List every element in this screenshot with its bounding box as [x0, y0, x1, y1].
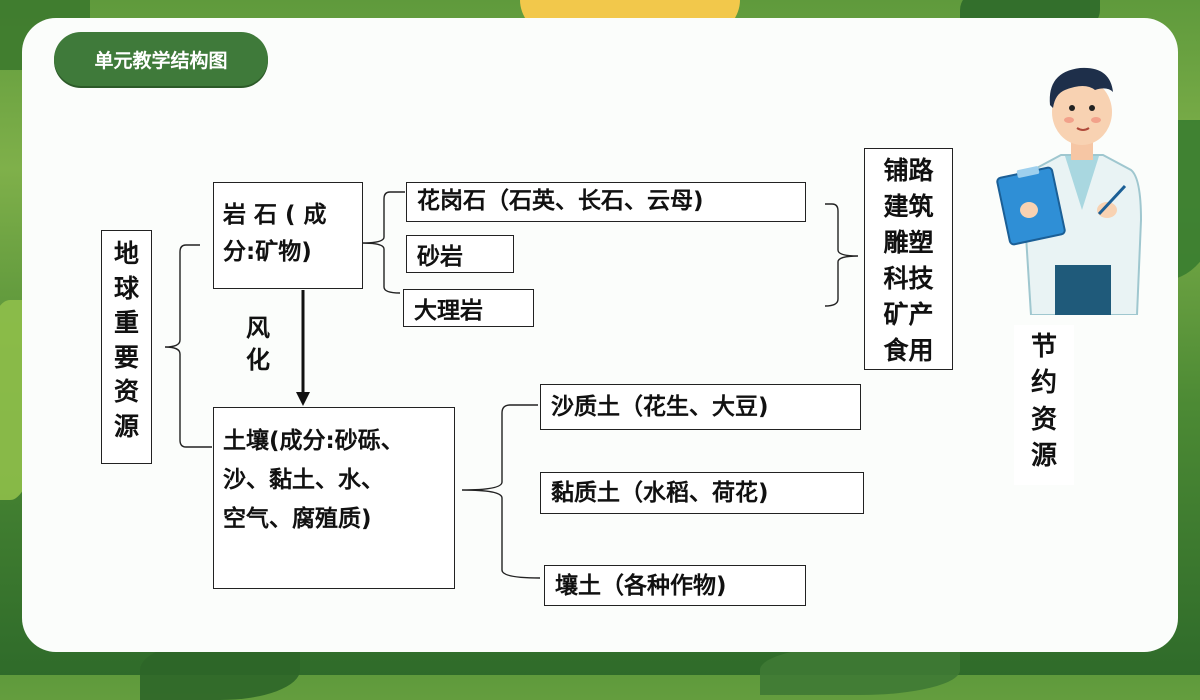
rock-uses-node: 铺路 建筑 雕塑 科技 矿产 食用 [864, 148, 953, 370]
rock-label: 岩 石 ( 成 分:矿物) [223, 202, 327, 265]
soil-type-label: 沙质土（花生、大豆) [551, 394, 769, 420]
rock-uses-label: 铺路 建筑 雕塑 科技 矿产 食用 [883, 156, 934, 365]
rock-type-marble: 大理岩 [403, 289, 534, 327]
save-resources-label: 节 约 资 源 [1030, 332, 1057, 472]
rock-type-label: 砂岩 [417, 244, 463, 270]
rock-brace [361, 191, 405, 294]
soil-node: 土壤(成分:砂砾、 沙、黏土、水、 空气、腐殖质) [213, 407, 455, 589]
rock-node: 岩 石 ( 成 分:矿物) [213, 182, 363, 289]
soil-type-sandy: 沙质土（花生、大豆) [540, 384, 861, 430]
root-brace [164, 244, 212, 448]
rock-type-sandstone: 砂岩 [406, 235, 514, 273]
slide-title: 单元教学结构图 [54, 32, 268, 86]
rock-type-granite: 花岗石（石英、长石、云母) [406, 182, 806, 222]
arrow-head [296, 392, 310, 406]
teacher-illustration [996, 67, 1143, 315]
root-node: 地 球 重 要 资 源 [101, 230, 152, 464]
save-resources-node: 节 约 资 源 [1014, 325, 1074, 485]
root-label: 地 球 重 要 资 源 [113, 239, 139, 441]
soil-type-clay: 黏质土（水稻、荷花) [540, 472, 864, 514]
weathering-label: 风 化 [246, 314, 270, 375]
uses-brace [824, 203, 859, 307]
soil-type-label: 壤土（各种作物) [555, 573, 727, 599]
rock-type-label: 花岗石（石英、长石、云母) [417, 188, 704, 214]
soil-type-label: 黏质土（水稻、荷花) [551, 480, 769, 506]
soil-label: 土壤(成分:砂砾、 沙、黏土、水、 空气、腐殖质) [223, 428, 404, 533]
soil-brace [461, 404, 541, 579]
soil-type-loam: 壤土（各种作物) [544, 565, 806, 606]
rock-type-label: 大理岩 [414, 298, 483, 324]
